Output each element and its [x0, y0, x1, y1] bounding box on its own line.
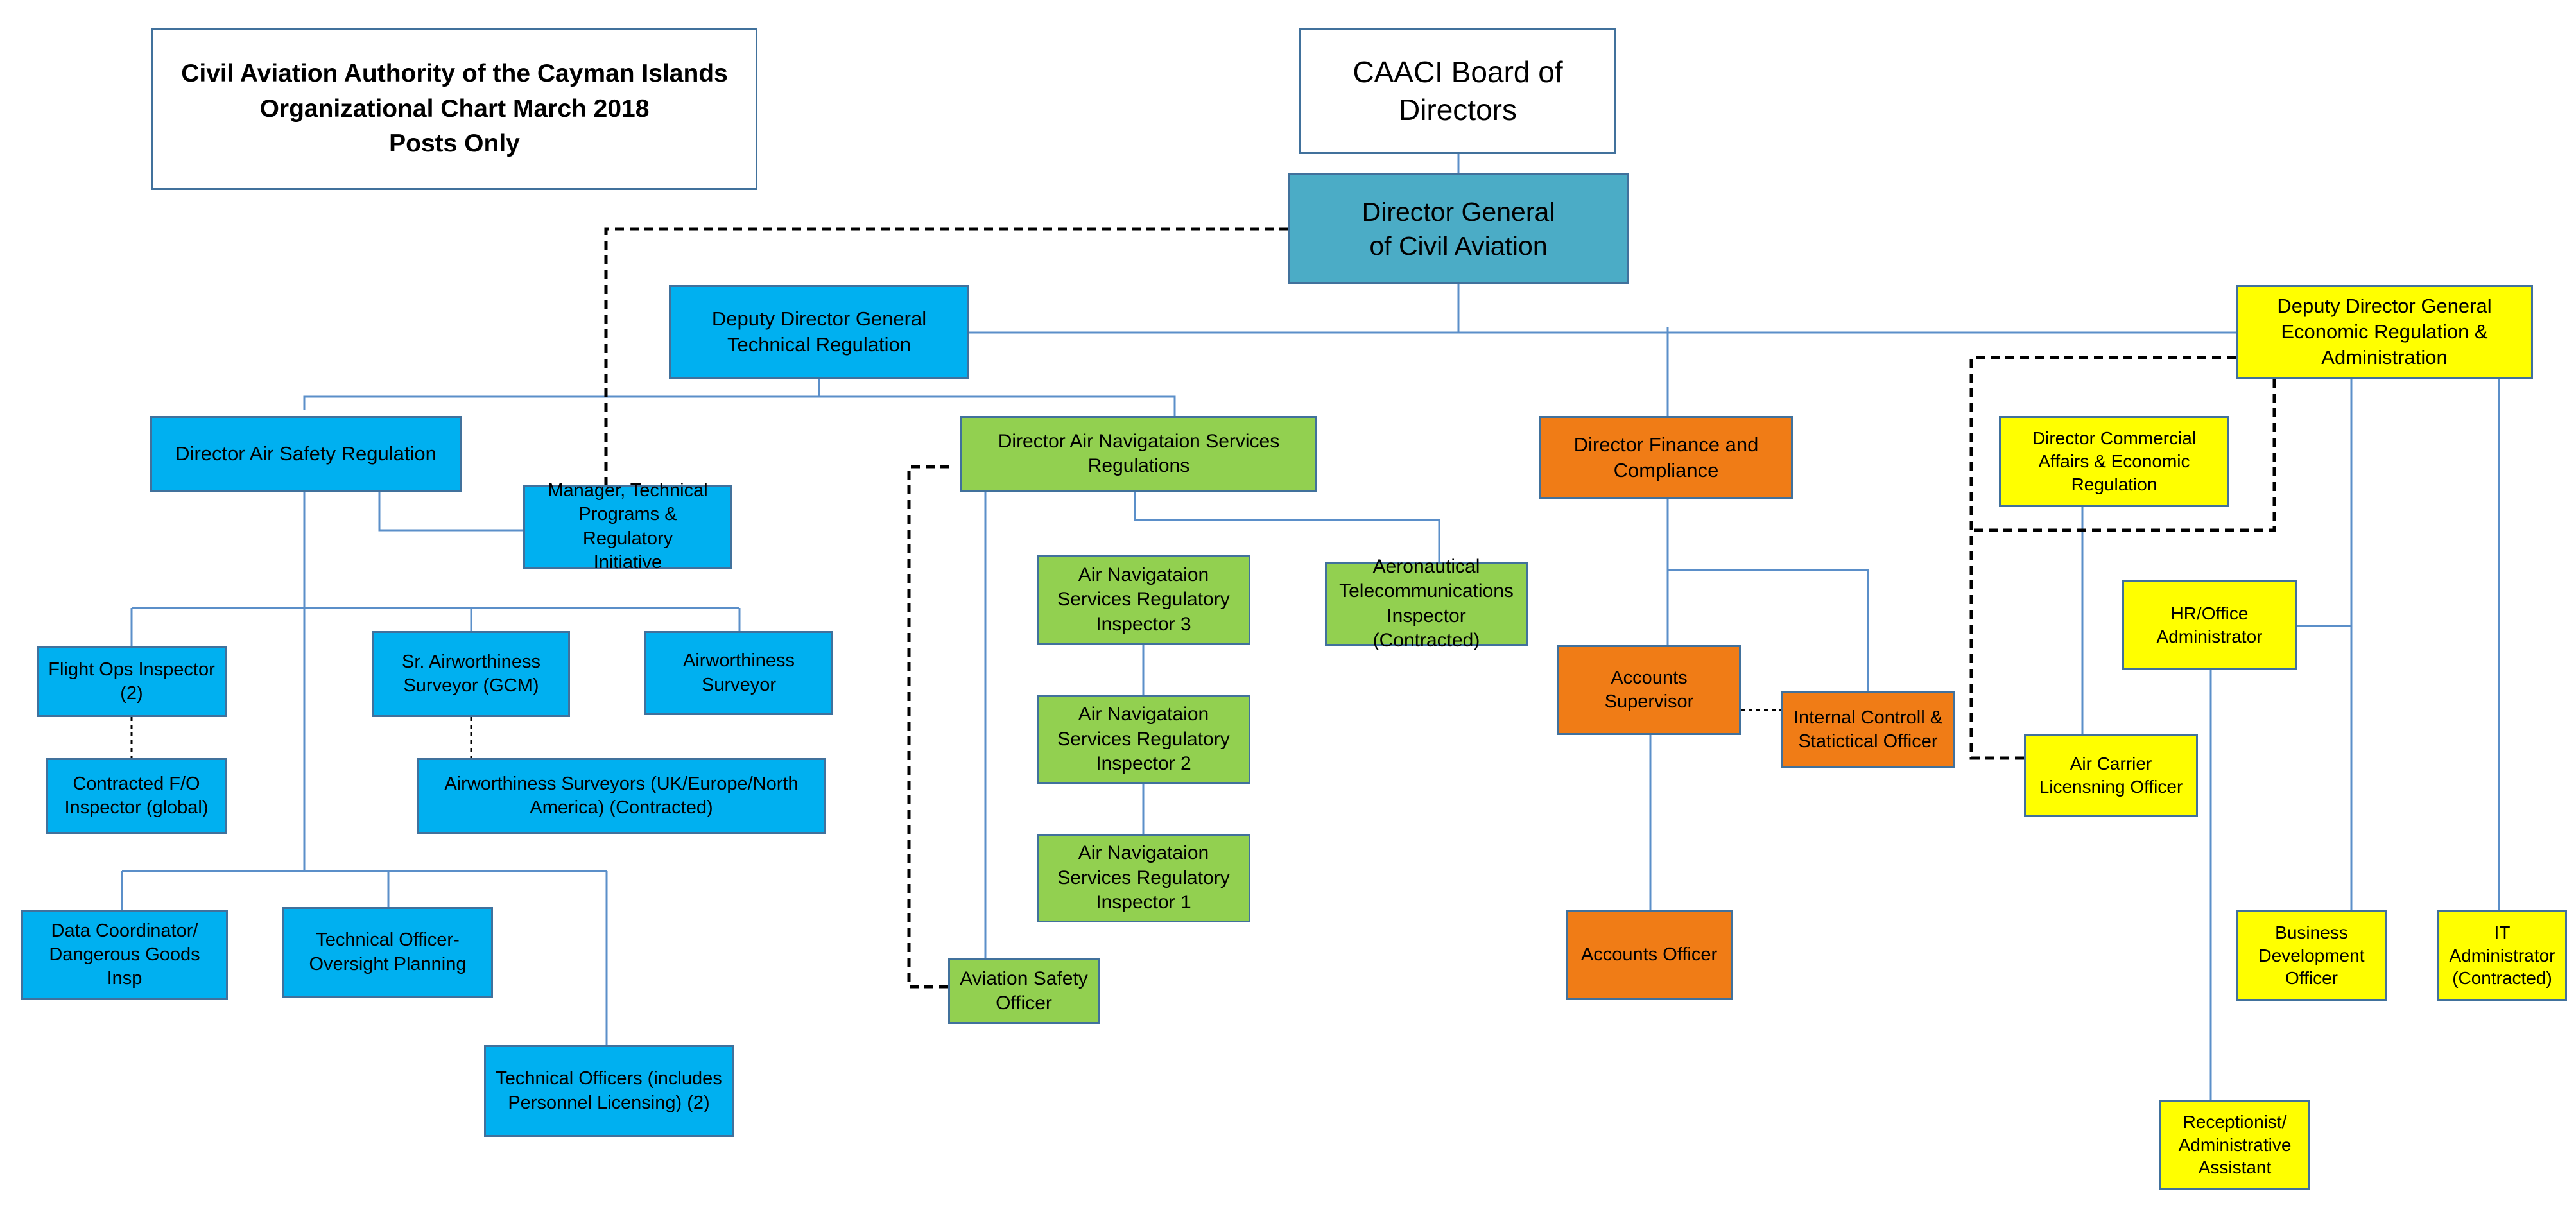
it-administrator-node: IT Administrator (Contracted) — [2437, 910, 2567, 1001]
contracted-fo-inspector-node: Contracted F/O Inspector (global) — [46, 758, 227, 834]
ddg-economic-regulation-node: Deputy Director General Economic Regulat… — [2236, 285, 2533, 379]
director-ans-regulations-node: Director Air Navigataion Services Regula… — [960, 416, 1317, 492]
ddg-technical-regulation-node: Deputy Director General Technical Regula… — [669, 285, 969, 379]
flight-ops-inspector-node: Flight Ops Inspector (2) — [37, 646, 227, 717]
accounts-supervisor-node: Accounts Supervisor — [1557, 645, 1741, 735]
aeronautical-telecom-inspector-node: Aeronautical Telecommunications Inspecto… — [1325, 556, 1528, 651]
airworthiness-surveyors-contracted-node: Airworthiness Surveyors (UK/Europe/North… — [417, 758, 826, 834]
ans-inspector-1-node: Air Navigataion Services Regulatory Insp… — [1037, 834, 1250, 922]
internal-control-officer-node: Internal Controll & Statictical Officer — [1781, 691, 1955, 768]
aviation-safety-officer-node: Aviation Safety Officer — [948, 958, 1100, 1024]
sr-airworthiness-surveyor-node: Sr. Airworthiness Surveyor (GCM) — [372, 631, 570, 717]
data-coordinator-node: Data Coordinator/ Dangerous Goods Insp — [21, 910, 228, 1000]
board-of-directors-node: CAACI Board of Directors — [1299, 28, 1616, 154]
solid-connectors — [121, 154, 2500, 1100]
manager-technical-programs-node: Manager, Technical Programs & Regulatory… — [523, 480, 732, 573]
ans-inspector-2-node: Air Navigataion Services Regulatory Insp… — [1037, 695, 1250, 784]
director-general-node: Director General of Civil Aviation — [1288, 173, 1629, 284]
dotted-connectors — [130, 709, 1781, 758]
airworthiness-surveyor-node: Airworthiness Surveyor — [644, 631, 833, 715]
director-finance-node: Director Finance and Compliance — [1539, 416, 1793, 499]
air-carrier-licensing-officer-node: Air Carrier Licensning Officer — [2024, 734, 2198, 817]
receptionist-node: Receptionist/ Administrative Assistant — [2159, 1100, 2310, 1190]
dashed-connectors — [604, 227, 2276, 989]
technical-officer-oversight-node: Technical Officer- Oversight Planning — [282, 907, 493, 998]
chart-title: Civil Aviation Authority of the Cayman I… — [151, 28, 757, 190]
technical-officers-node: Technical Officers (includes Personnel L… — [484, 1045, 734, 1137]
director-air-safety-node: Director Air Safety Regulation — [150, 416, 462, 492]
accounts-officer-node: Accounts Officer — [1566, 910, 1733, 1000]
business-development-officer-node: Business Development Officer — [2236, 910, 2387, 1001]
director-commercial-affairs-node: Director Commercial Affairs & Economic R… — [1999, 416, 2229, 507]
hr-office-administrator-node: HR/Office Administrator — [2122, 580, 2297, 670]
ans-inspector-3-node: Air Navigataion Services Regulatory Insp… — [1037, 555, 1250, 645]
